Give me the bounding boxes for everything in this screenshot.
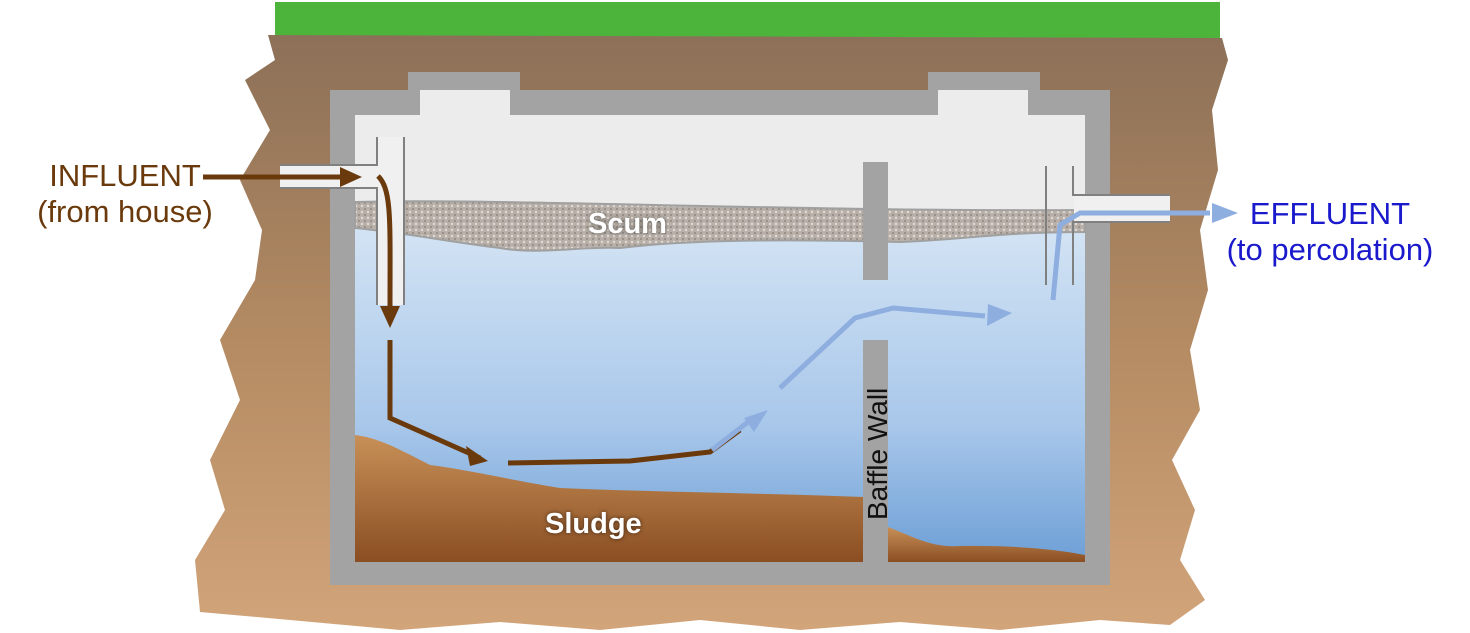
grass (275, 2, 1220, 38)
influent-label: INFLUENT (from house) (20, 158, 230, 229)
sludge-label: Sludge (545, 508, 642, 540)
lid-opening-left (420, 90, 510, 116)
baffle-wall-top (863, 162, 888, 280)
sludge-layer (355, 435, 864, 562)
scum-layer (354, 200, 1086, 252)
effluent-title: EFFLUENT (1249, 196, 1411, 231)
lid-opening-right (938, 90, 1028, 116)
baffle-wall-label: Baffle Wall (862, 387, 893, 520)
sludge-layer-right (888, 527, 1085, 562)
effluent-label: EFFLUENT (to percolation) (1200, 196, 1460, 267)
influent-title: INFLUENT (49, 158, 201, 193)
scum-label: Scum (588, 208, 667, 240)
outlet-pipe (1074, 196, 1170, 221)
influent-subtitle: (from house) (37, 193, 213, 229)
effluent-flow-arrow (710, 210, 1210, 452)
baffle-wall-bottom (863, 340, 888, 562)
effluent-subtitle: (to percolation) (1226, 231, 1434, 267)
